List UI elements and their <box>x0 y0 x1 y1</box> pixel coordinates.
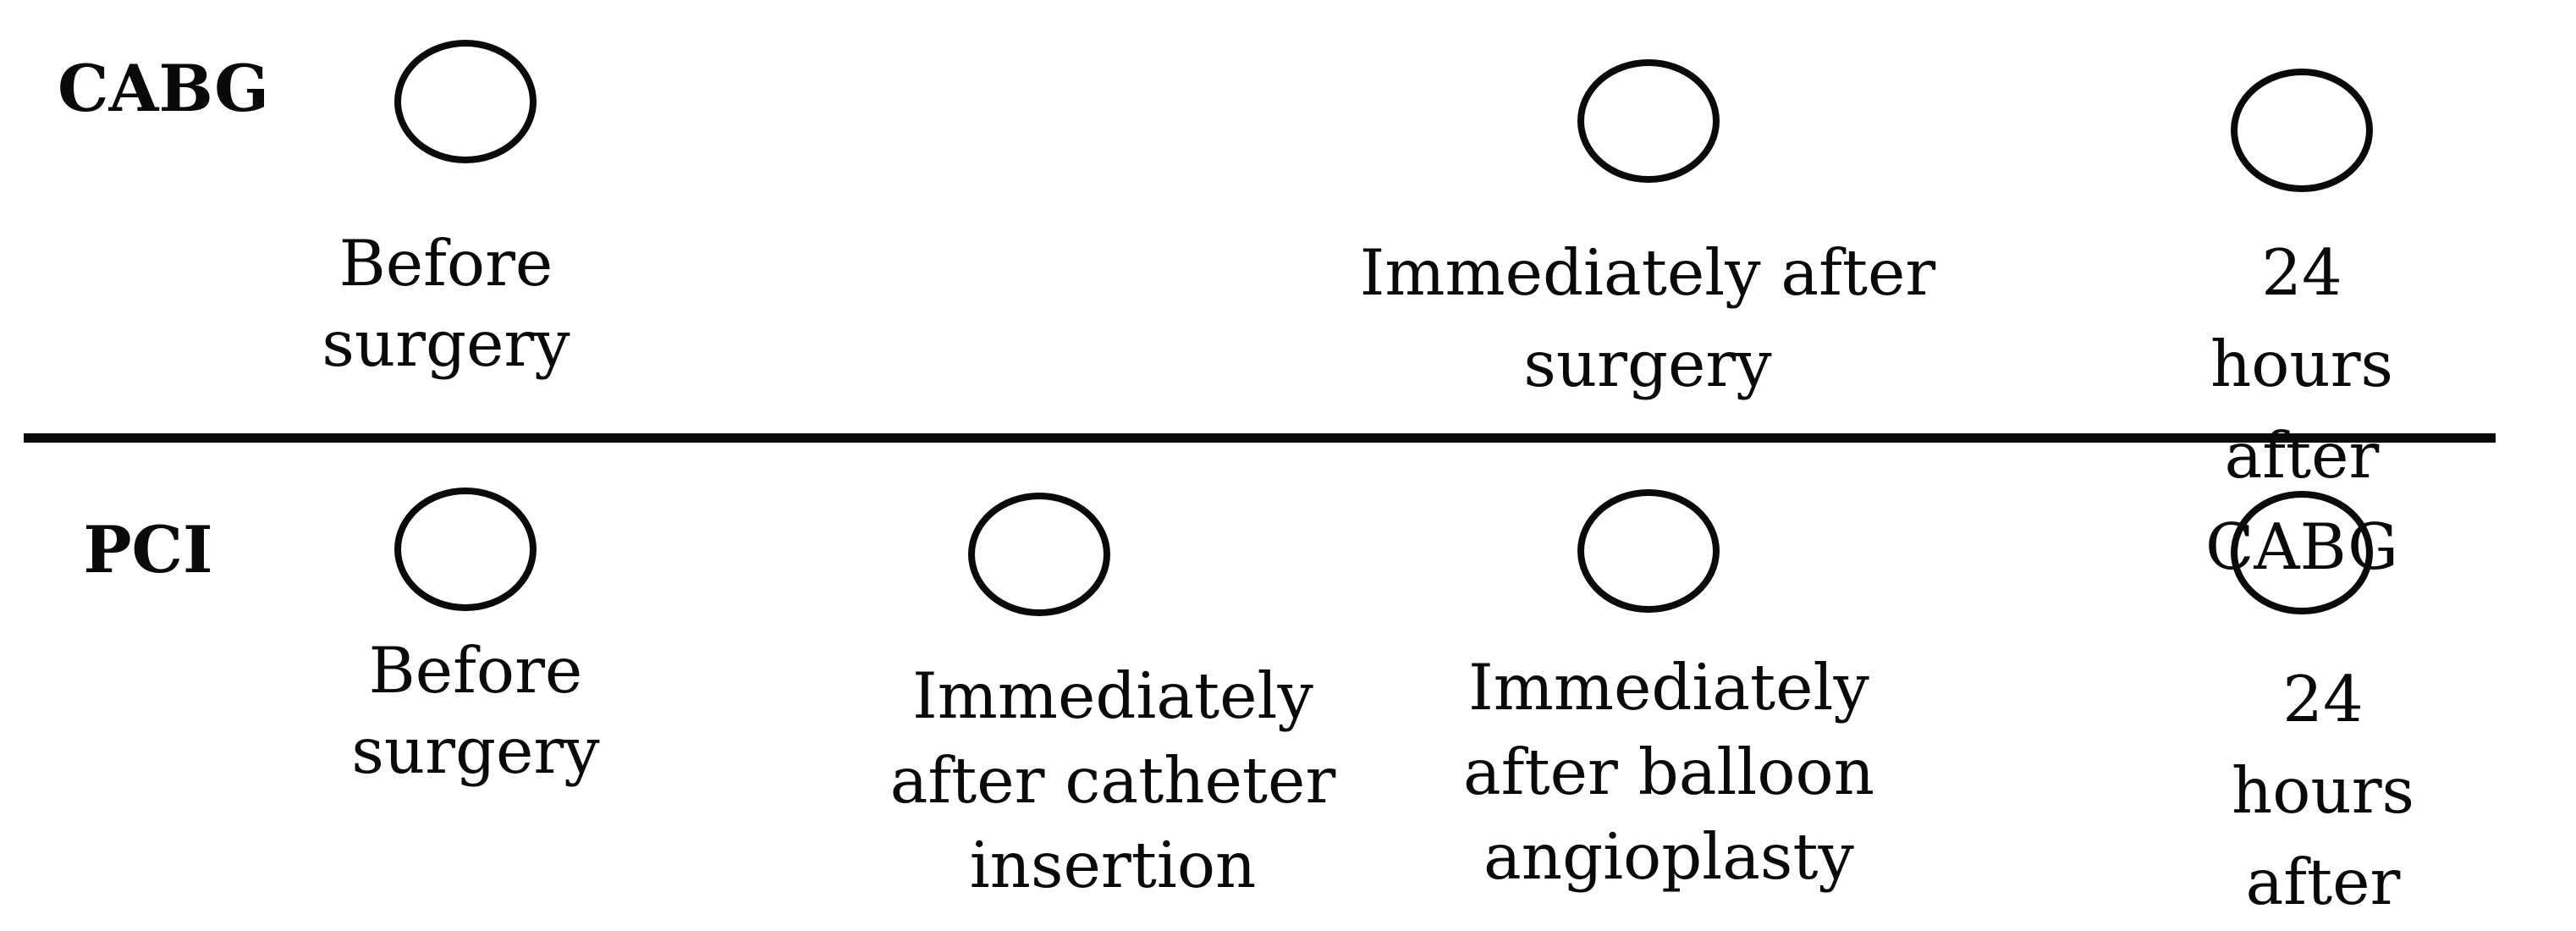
timepoint-label-cabg-immediately-after-surgery: Immediately after surgery <box>1359 235 1936 401</box>
row-label-cabg: CABG <box>57 51 270 126</box>
timepoint-label-cabg-before-surgery: Before surgery <box>322 226 570 381</box>
timepoint-circle-pci-24-hours-after <box>2231 491 2373 614</box>
timepoint-circle-cabg-before-surgery <box>394 40 537 163</box>
row-divider-line <box>24 433 2496 443</box>
timepoint-label-pci-before-surgery: Before surgery <box>351 633 600 788</box>
timepoint-circle-pci-after-catheter-insertion <box>968 493 1110 616</box>
timepoint-label-pci-24-hours-after: 24 hours after PCI <box>2231 662 2415 919</box>
timepoint-circle-cabg-immediately-after-surgery <box>1577 59 1720 183</box>
timepoint-circle-pci-after-balloon-angioplasty <box>1577 489 1720 613</box>
timepoint-circle-cabg-24-hours-after <box>2231 69 2373 192</box>
timepoint-circle-pci-before-surgery <box>394 488 537 611</box>
timepoint-label-pci-after-catheter-insertion: Immediately after catheter insertion <box>889 658 1336 902</box>
timepoint-label-pci-after-balloon-angioplasty: Immediately after balloon angioplasty <box>1463 650 1874 894</box>
row-label-pci: PCI <box>83 512 213 587</box>
